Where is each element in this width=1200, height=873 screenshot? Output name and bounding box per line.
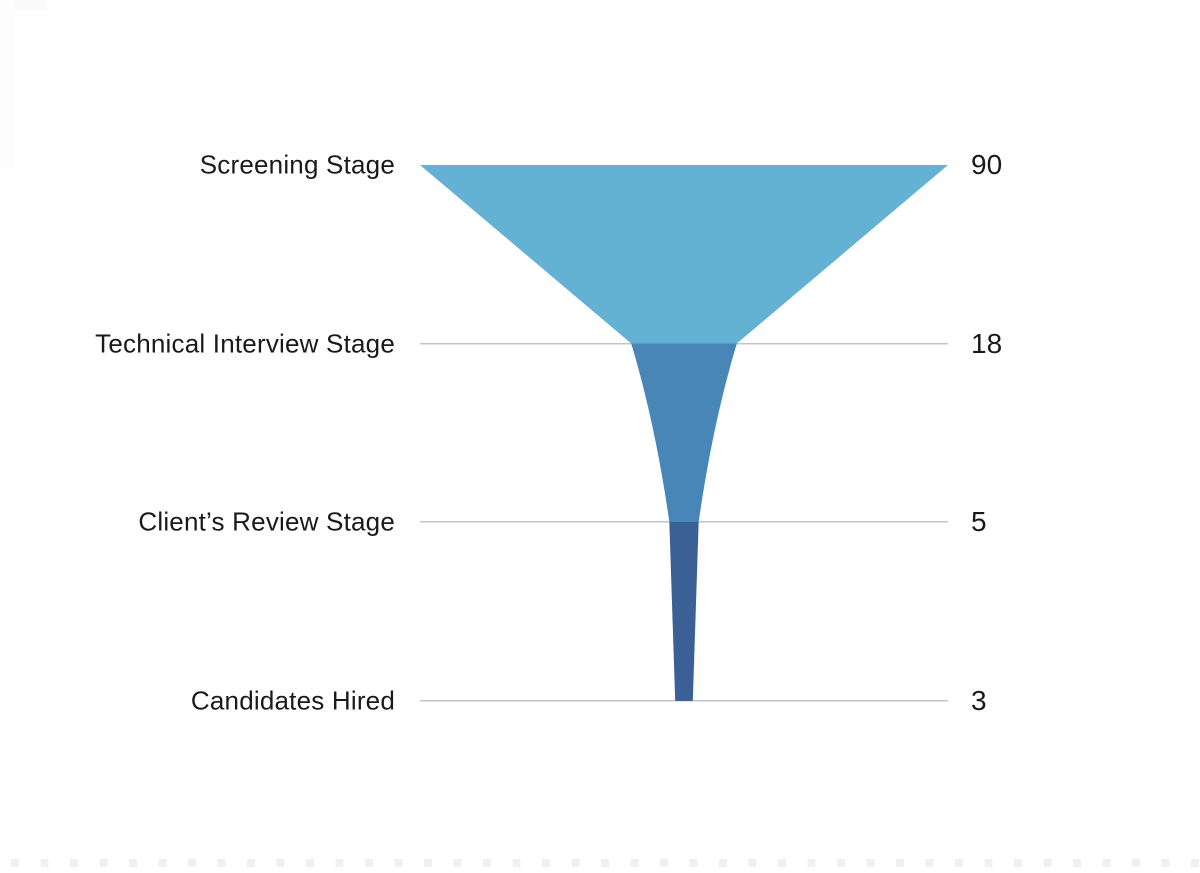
- funnel-segment-2: [631, 343, 737, 522]
- funnel-stage-row: Client’s Review Stage 5: [0, 502, 1200, 542]
- scan-artifact: [0, 0, 14, 170]
- stage-gridline: [420, 521, 948, 523]
- stage-value: 18: [971, 327, 1003, 359]
- funnel-stage-row: Candidates Hired 3: [0, 681, 1200, 721]
- funnel-segment-1: [420, 165, 948, 344]
- stage-gridline: [420, 342, 948, 345]
- funnel-stage-row: Screening Stage 90: [0, 145, 1200, 185]
- stage-value: 3: [971, 685, 987, 716]
- stage-label: Client’s Review Stage: [138, 506, 395, 537]
- stage-label: Screening Stage: [199, 149, 395, 180]
- stage-value: 90: [971, 149, 1003, 180]
- funnel-segment-3: [669, 522, 699, 701]
- stage-value: 5: [971, 506, 987, 537]
- stage-label: Technical Interview Stage: [95, 328, 395, 358]
- funnel-stage-row: Technical Interview Stage 18: [0, 324, 1200, 364]
- stage-gridline: [420, 700, 948, 702]
- scan-artifact: [0, 0, 46, 10]
- stage-label: Candidates Hired: [190, 685, 395, 716]
- watermark-ticks: [0, 859, 1200, 867]
